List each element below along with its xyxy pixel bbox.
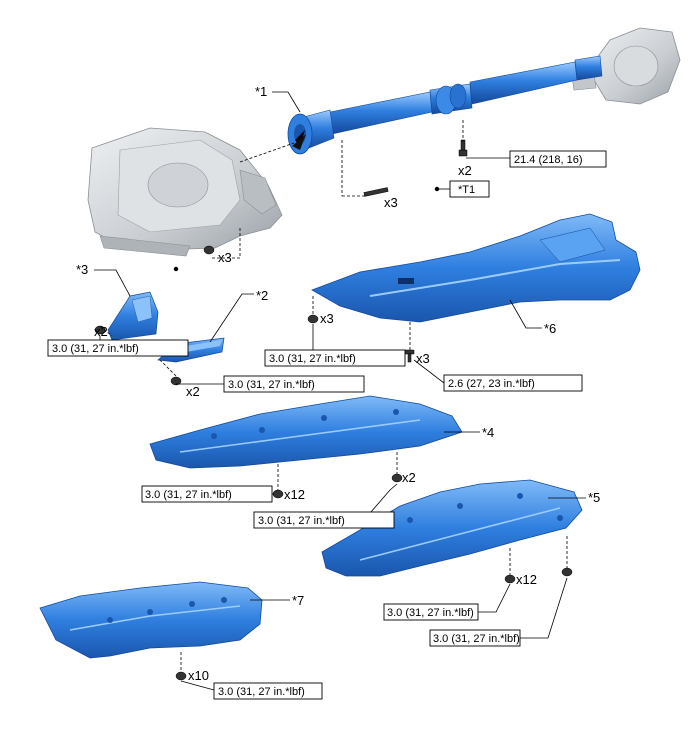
engine-under-cover-4 [149,395,463,469]
qty-cover5-bolt: x12 [516,572,537,587]
qty-shaft-pin: x3 [384,195,398,210]
torque-boxes [47,150,607,700]
part-label-3: *3 [76,262,88,277]
qty-bracket2-bolt: x2 [186,384,200,399]
part-label-5: *5 [588,490,600,505]
part-label-7: *7 [292,593,304,608]
part-label-6: *6 [544,321,556,336]
qty-cover4-bolt: x12 [284,487,305,502]
qty-cover4-side-bolt: x2 [402,470,416,485]
tool-ref-t1: *T1 [458,184,475,196]
qty-shield-rear-bolt: x3 [416,351,430,366]
heat-insulator [311,213,641,323]
qty-bracket3-bolt: x2 [94,324,108,339]
transmission [87,127,283,257]
engine-under-cover-7 [39,581,263,659]
torque-shield-front: 3.0 (31, 27 in.*lbf) [269,353,356,365]
bracket-3 [107,291,159,341]
torque-cover7: 3.0 (31, 27 in.*lbf) [218,686,305,698]
torque-cover5-b: 3.0 (31, 27 in.*lbf) [433,633,520,645]
part-label-4: *4 [482,425,494,440]
part-label-1: *1 [255,84,267,99]
dot-marker [434,186,440,192]
qty-cover7-bolt: x10 [188,668,209,683]
torque-shaft: 21.4 (218, 16) [514,154,583,166]
torque-shield-rear: 2.6 (27, 23 in.*lbf) [448,378,535,390]
torque-bracket3: 3.0 (31, 27 in.*lbf) [52,343,139,355]
dot-marker [173,266,179,272]
engine-under-cover-5 [321,479,583,577]
propeller-shaft [287,55,603,155]
part-label-2: *2 [256,288,268,303]
torque-cover4-side: 3.0 (31, 27 in.*lbf) [258,515,345,527]
torque-cover5-a: 3.0 (31, 27 in.*lbf) [387,607,474,619]
qty-trans-bolt: x3 [218,250,232,265]
assembly-lines [99,120,568,672]
qty-shaft-bolt: x2 [458,163,472,178]
qty-shield-front-bolt: x3 [320,311,334,326]
torque-bracket2: 3.0 (31, 27 in.*lbf) [228,379,315,391]
torque-cover4: 3.0 (31, 27 in.*lbf) [145,489,232,501]
